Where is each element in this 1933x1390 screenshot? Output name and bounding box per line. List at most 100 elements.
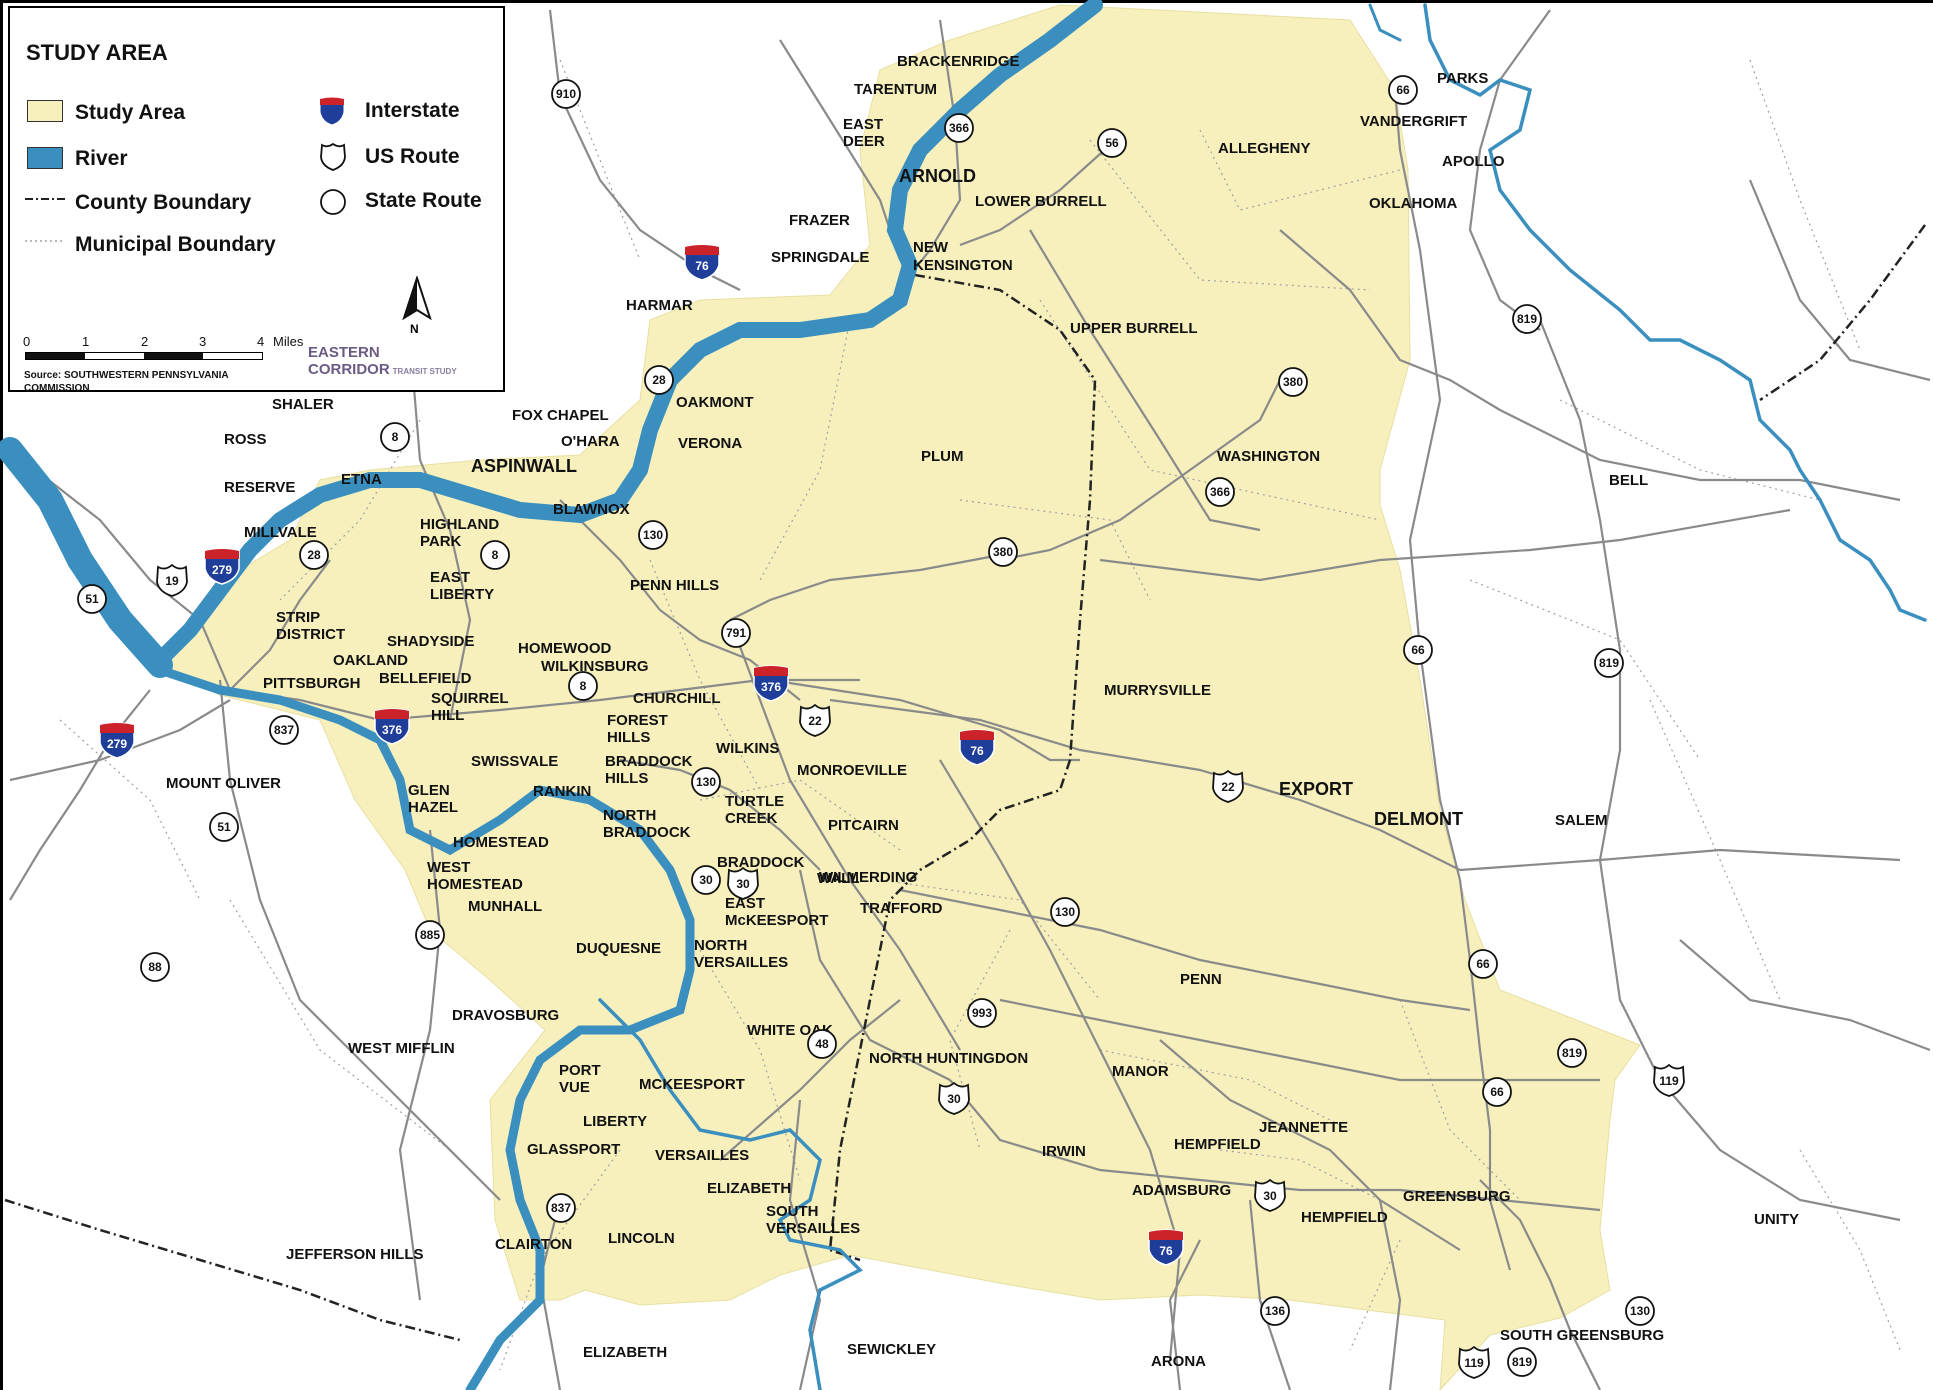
state-route-shield: 130 [638,520,668,550]
place-label: RESERVE [224,479,295,496]
place-label: SHADYSIDE [387,633,475,650]
state-route-shield: 56 [1097,128,1127,158]
north-arrow-icon [402,276,432,321]
us-route-shield: 22 [1212,769,1244,803]
place-label: PENN HILLS [630,577,719,594]
place-label: PITCAIRN [828,817,899,834]
scale-unit: Miles [273,334,304,349]
state-route-number: 380 [1283,375,1303,389]
state-route-shield: 885 [415,920,445,950]
place-label: IRWIN [1042,1143,1086,1160]
place-label: JEANNETTE [1259,1119,1348,1136]
state-route-number: 66 [1396,83,1410,97]
us-route-number: 30 [1263,1189,1277,1203]
place-label: NEW [913,239,949,256]
place-label: DEER [843,133,885,150]
state-route-shield: 66 [1403,635,1433,665]
place-label: SPRINGDALE [771,249,869,266]
place-label: CLAIRTON [495,1236,572,1253]
place-label: GLASSPORT [527,1141,620,1158]
interstate-number: 376 [382,723,402,737]
state-route-number: 30 [699,873,713,887]
place-label: PARKS [1437,70,1488,87]
state-route-number: 48 [815,1037,829,1051]
place-label: SOUTH GREENSBURG [1500,1327,1664,1344]
place-label: WILKINSBURG [541,658,649,675]
legend-us-route: US Route [365,145,460,168]
place-label: MONROEVILLE [797,762,907,779]
state-route-shield: 366 [944,113,974,143]
place-label: FRAZER [789,212,850,229]
place-label: SALEM [1555,812,1608,829]
kiski-river [1423,3,1927,622]
place-label: HOMESTEAD [427,876,523,893]
place-label: NORTH HUNTINGDON [869,1050,1028,1067]
interstate-number: 376 [761,680,781,694]
municipal-boundaries [59,59,1901,1371]
place-label: GLEN [408,782,450,799]
state-route-number: 8 [392,430,399,444]
state-route-number: 380 [993,545,1013,559]
state-route-number: 66 [1411,643,1425,657]
legend-state-route: State Route [365,189,482,212]
place-label: DELMONT [1374,809,1463,829]
state-route-shield: 48 [807,1029,837,1059]
us-route-number: 19 [165,574,179,588]
state-route-shield: 366 [1205,477,1235,507]
place-label: VERSAILLES [766,1220,860,1237]
state-route-number: 366 [1210,485,1230,499]
state-route-shield: 993 [967,998,997,1028]
legend-county-boundary: County Boundary [75,191,252,214]
place-label: HIGHLAND [420,516,499,533]
interstate-shield: 76 [959,729,995,766]
place-label: MOUNT OLIVER [166,775,281,792]
us-route-number: 119 [1464,1356,1484,1370]
place-label: MILLVALE [244,524,317,541]
state-route-number: 28 [307,548,321,562]
place-label: ALLEGHENY [1218,140,1311,157]
place-label: ARNOLD [899,166,976,186]
place-label: RANKIN [533,783,591,800]
interstate-number: 76 [970,744,984,758]
place-label: O'HARA [561,433,620,450]
place-label: EAST [843,116,883,133]
place-label: SEWICKLEY [847,1341,936,1358]
us-route-shield: 30 [938,1081,970,1115]
source-line-2: COMMISSION [24,383,90,394]
state-route-number: 130 [643,528,663,542]
state-route-shield: 51 [77,584,107,614]
place-label: EAST [430,569,470,586]
place-label: WEST MIFFLIN [348,1040,455,1057]
logo-subtext: TRANSIT STUDY [392,367,457,376]
interstate-number: 279 [107,737,127,751]
route-shields: 76 279 279 376 376 76 761922223030301191… [77,75,1685,1379]
place-label: HARMAR [626,297,693,314]
place-label: MCKEESPORT [639,1076,745,1093]
place-label: HILLS [605,770,648,787]
place-label: HEMPFIELD [1174,1136,1261,1153]
scale-tick-1: 1 [82,334,90,349]
state-route-number: 51 [85,592,99,606]
us-route-shield: 22 [799,703,831,737]
state-route-number: 366 [949,121,969,135]
place-labels: BRACKENRIDGETARENTUMEASTDEERARNOLDLOWER … [166,53,1799,1370]
place-label: BLAWNOX [553,501,630,518]
place-label: BELL [1609,472,1648,489]
place-label: LIBERTY [583,1113,647,1130]
state-route-number: 130 [1055,905,1075,919]
state-route-shield: 837 [546,1193,576,1223]
study-area-region [149,4,1641,1390]
state-route-shield: 8 [568,671,598,701]
state-route-shield: 819 [1512,304,1542,334]
place-label: VUE [559,1079,590,1096]
legend-interstate: Interstate [365,99,460,122]
place-label: TARENTUM [854,81,937,98]
state-route-shield: 791 [721,618,751,648]
legend-municipal-boundary: Municipal Boundary [75,233,276,256]
place-label: WASHINGTON [1217,448,1320,465]
county-boundaries [4,224,1927,1342]
place-label: SOUTH [766,1203,819,1220]
